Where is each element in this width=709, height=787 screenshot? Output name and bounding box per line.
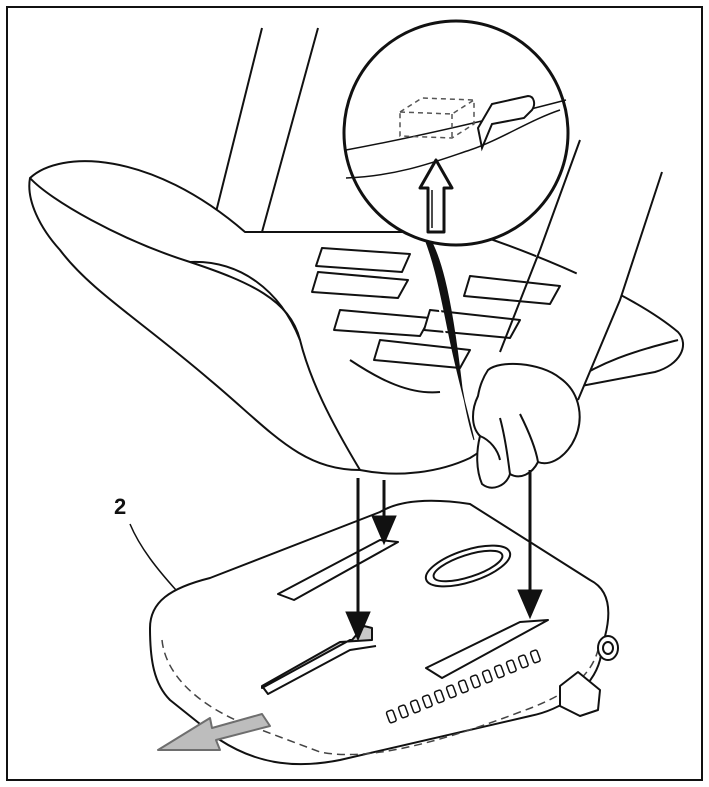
placement-arrows <box>345 470 543 642</box>
down-arrow-right-icon <box>517 470 543 620</box>
detail-magnifier-icon <box>342 19 570 247</box>
slot-outline <box>399 97 475 139</box>
tab-icon <box>476 94 536 152</box>
seat-base-icon <box>149 499 619 766</box>
hand-icon <box>472 362 581 489</box>
arm-icon <box>499 139 663 401</box>
up-arrow-icon <box>418 158 454 234</box>
seat-base-callout: 2 <box>114 494 177 591</box>
down-arrow-center-icon <box>371 480 397 546</box>
slot-front-right <box>425 619 549 679</box>
seat-back-rails <box>211 27 319 233</box>
center-oval <box>424 544 512 588</box>
down-arrow-left-icon <box>345 478 371 642</box>
knob-icon <box>597 635 619 661</box>
direction-arrow-icon <box>157 713 271 751</box>
vent-slots <box>385 649 541 724</box>
callout-label: 2 <box>114 494 126 519</box>
figure-border <box>6 6 703 781</box>
slot-rear-left <box>277 539 399 601</box>
